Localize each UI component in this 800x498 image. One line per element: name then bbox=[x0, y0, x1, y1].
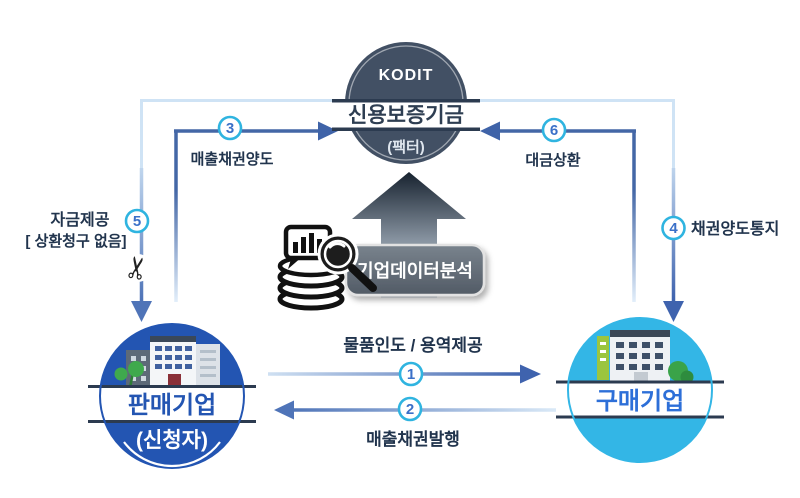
scissors-backdrop bbox=[124, 254, 152, 282]
step-5-badge bbox=[124, 208, 150, 234]
seller-band bbox=[88, 388, 256, 420]
bar bbox=[293, 242, 298, 253]
seller-building-icon bbox=[114, 336, 220, 389]
step-2-label: 매출채권발행 bbox=[366, 430, 460, 449]
flow-3-arrowhead bbox=[318, 121, 338, 141]
window-strip bbox=[200, 374, 216, 377]
bar bbox=[301, 237, 306, 253]
plant-leaf bbox=[128, 361, 144, 377]
window-strip bbox=[200, 366, 216, 369]
flow-2-receivable-issuance: 2 매출채권발행 bbox=[274, 396, 560, 449]
up-arrow-icon bbox=[352, 172, 466, 298]
step-5-label2: [ 상환청구 없음] bbox=[25, 232, 126, 250]
buyer-name: 구매기업 bbox=[596, 388, 684, 415]
seller-subtitle: (신청자) bbox=[136, 429, 208, 452]
flow-5-funding: ✂ 5 자금제공 [ 상환청구 없음] bbox=[25, 99, 332, 322]
flow-6-repayment: 6 대금상환 bbox=[480, 117, 636, 302]
seller-band-border-top bbox=[88, 385, 256, 388]
window-strip bbox=[200, 350, 216, 353]
window bbox=[141, 376, 146, 381]
flow-5-arrowhead bbox=[131, 301, 152, 322]
magnifier-handle bbox=[348, 264, 377, 292]
step-3-label: 매출채권양도 bbox=[191, 150, 274, 168]
tree bbox=[680, 370, 694, 384]
sign-mark bbox=[600, 350, 606, 353]
building-roof bbox=[150, 336, 196, 342]
fund-subtitle: (팩터) bbox=[387, 139, 425, 156]
buyer-band bbox=[556, 383, 724, 416]
flow-1-goods-delivery: 1 물품인도 / 용역제공 bbox=[268, 336, 541, 387]
step-3-number: 3 bbox=[226, 120, 234, 137]
step-3-badge bbox=[217, 115, 243, 141]
flow-4-line-light bbox=[480, 99, 675, 170]
step-5-label: 자금제공 bbox=[51, 211, 110, 229]
window bbox=[131, 356, 136, 361]
data-analysis-icon bbox=[277, 224, 377, 311]
flow-3-receivables-transfer: 3 매출채권양도 bbox=[174, 115, 338, 302]
fund-node: KODIT 신용보증기금 (팩터) bbox=[332, 42, 480, 164]
analysis-arrow bbox=[352, 172, 466, 298]
window-grid bbox=[616, 342, 663, 370]
kodit-logo: KODIT bbox=[379, 67, 434, 84]
plant-leaf bbox=[114, 367, 128, 381]
step-4-badge bbox=[661, 215, 686, 241]
sign-mark bbox=[600, 342, 606, 345]
window bbox=[141, 356, 146, 361]
fund-band bbox=[332, 102, 480, 128]
step-1-number: 1 bbox=[407, 366, 415, 383]
analysis-box-label: 기업데이터분석 bbox=[357, 261, 473, 281]
seller-bottom-arc bbox=[123, 441, 221, 468]
seller-name: 판매기업 bbox=[128, 392, 216, 419]
bubble-tail bbox=[288, 256, 303, 269]
flow-1-arrowhead bbox=[520, 364, 541, 384]
step-4-label: 채권양도통지 bbox=[691, 219, 779, 238]
step-1-label: 물품인도 / 용역제공 bbox=[343, 336, 483, 355]
step-6-number: 6 bbox=[550, 122, 558, 139]
seller-circle-outline bbox=[99, 323, 245, 469]
buyer-circle-outline bbox=[567, 317, 713, 463]
sign-mark bbox=[600, 358, 606, 361]
seller-band-border-bottom bbox=[88, 420, 256, 423]
flow-6-arrowhead bbox=[480, 121, 500, 141]
scissors-icon: ✂ bbox=[120, 253, 157, 283]
step-6-label: 대금상환 bbox=[525, 151, 580, 169]
step-6-badge bbox=[541, 117, 567, 143]
door bbox=[168, 374, 181, 386]
analysis-label-box: 기업데이터분석 bbox=[344, 243, 486, 297]
flow-4-arrowhead bbox=[663, 301, 684, 322]
building-roof bbox=[610, 330, 670, 337]
window-strip bbox=[200, 358, 216, 361]
window-grid bbox=[155, 346, 192, 369]
buyer-node: 구매기업 bbox=[556, 317, 724, 463]
step-2-badge bbox=[397, 396, 423, 422]
lens-highlight bbox=[328, 242, 346, 249]
step-4-number: 4 bbox=[669, 220, 678, 237]
magnifier-icon bbox=[317, 233, 377, 292]
step-1-badge bbox=[398, 361, 424, 387]
seller-node: 판매기업 (신청자) bbox=[88, 323, 256, 469]
window bbox=[131, 376, 136, 381]
step-2-number: 2 bbox=[406, 401, 414, 418]
buyer-building-icon bbox=[593, 330, 694, 389]
bar bbox=[309, 233, 314, 253]
buyer-band-border-bottom bbox=[556, 415, 724, 419]
flow-2-arrowhead bbox=[274, 400, 294, 420]
step-5-number: 5 bbox=[133, 213, 141, 230]
buyer-band-border-top bbox=[556, 380, 724, 384]
flow-5-line-light bbox=[140, 99, 332, 170]
fund-name: 신용보증기금 bbox=[348, 104, 464, 127]
flow-4-transfer-notice: 4 채권양도통지 bbox=[480, 99, 779, 322]
fund-band-border-top bbox=[332, 99, 480, 103]
fund-band-border-bottom bbox=[332, 127, 480, 131]
